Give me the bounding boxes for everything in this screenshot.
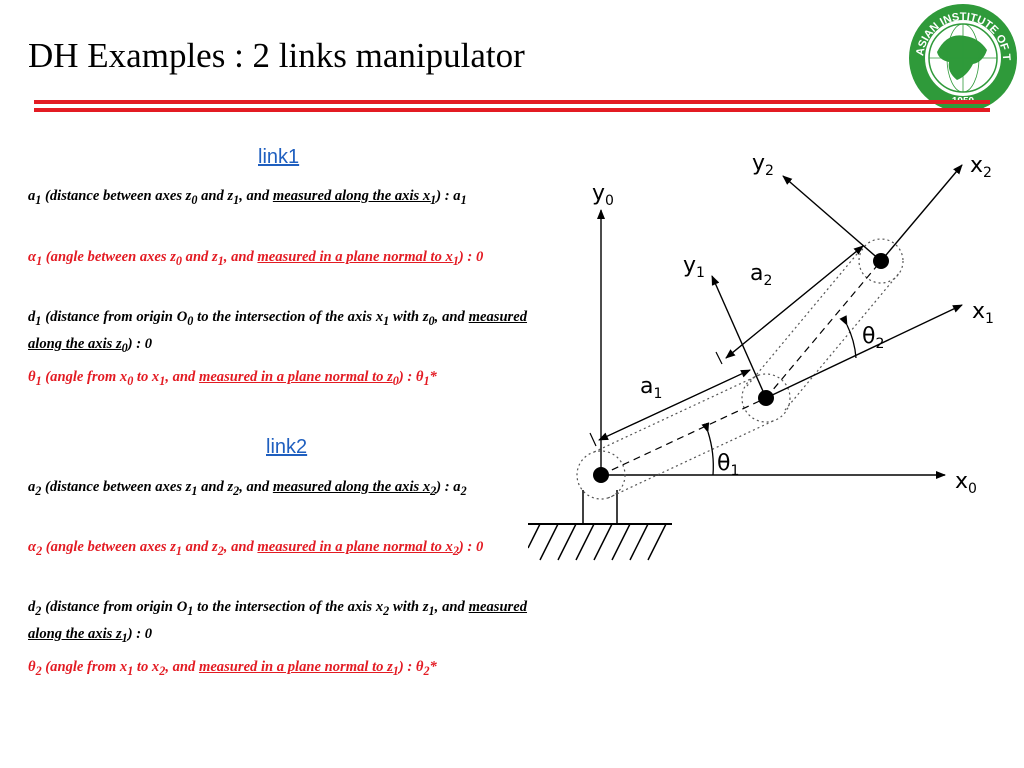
link2-heading: link2	[266, 436, 308, 458]
label-theta1: θ1	[717, 451, 739, 479]
link2-body	[746, 238, 904, 411]
y1-axis	[711, 275, 767, 399]
x2-axis	[880, 164, 963, 262]
label-theta2: θ2	[862, 324, 884, 352]
end-effector	[873, 253, 889, 269]
ground-base	[528, 490, 672, 561]
a1-dimension	[589, 369, 751, 447]
label-y2: y2	[752, 151, 774, 179]
link2-a-param: a2 (distance between axes z1 and z2, and…	[28, 479, 467, 498]
two-link-manipulator-diagram: y0 x0 x1 y1 x2 y2 a1 a2 θ1 θ2	[528, 151, 994, 561]
label-x0: x0	[955, 469, 977, 497]
page-title: DH Examples : 2 links manipulator	[28, 36, 525, 75]
joint-0	[593, 467, 609, 483]
link1-heading: link1	[258, 146, 300, 168]
link2-d-param: d2 (distance from origin O1 to the inter…	[28, 599, 528, 645]
link2-theta-param: θ2 (angle from x1 to x2, and measured in…	[28, 659, 437, 678]
label-y1: y1	[683, 253, 705, 281]
theta1-arc	[701, 422, 714, 476]
x1-axis	[765, 304, 963, 399]
label-y0: y0	[592, 181, 614, 209]
y2-axis	[782, 175, 882, 262]
link1-alpha-param: α1 (angle between axes z0 and z1, and me…	[28, 249, 484, 268]
a2-dimension	[715, 245, 864, 365]
label-x1: x1	[972, 299, 994, 327]
link1-theta-param: θ1 (angle from x0 to x1, and measured in…	[28, 369, 437, 388]
link1-d-param: d1 (distance from origin O0 to the inter…	[28, 309, 528, 355]
label-a2: a2	[750, 261, 772, 289]
link2-alpha-param: α2 (angle between axes z1 and z2, and me…	[28, 539, 484, 558]
link1-body	[576, 373, 791, 500]
header-rule-top	[34, 100, 990, 104]
header-rule-bottom	[34, 108, 990, 112]
link1-a-param: a1 (distance between axes z0 and z1, and…	[28, 188, 467, 207]
ait-logo: ASIAN INSTITUTE OF TECHNOLOGY 1959	[907, 2, 1017, 112]
joint-1	[758, 390, 774, 406]
label-a1: a1	[640, 374, 662, 402]
label-x2: x2	[970, 153, 992, 181]
theta2-arc	[839, 315, 857, 359]
